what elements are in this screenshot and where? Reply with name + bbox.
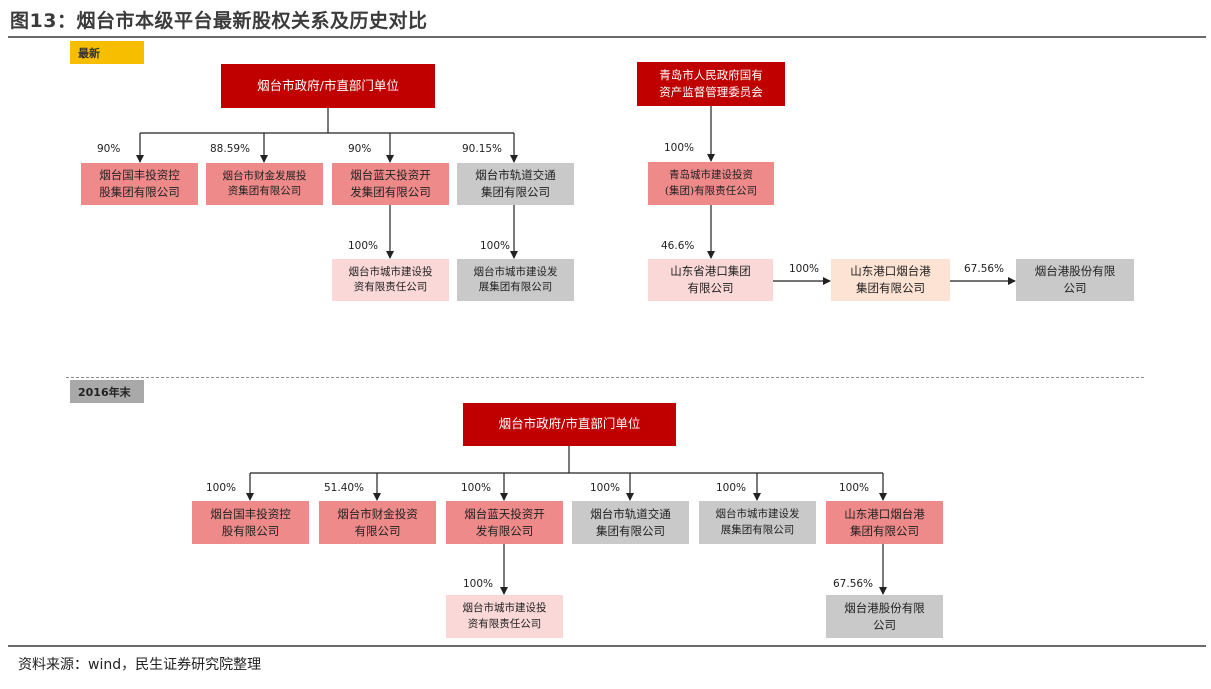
latest-qd-chengtou-node: 青岛城市建设投资 (集团)有限责任公司 bbox=[648, 162, 774, 205]
latest-lantian-node: 烟台蓝天投资开 发集团有限公司 bbox=[332, 163, 449, 205]
latest-chengjian-node: 烟台市城市建设投 资有限责任公司 bbox=[332, 259, 449, 301]
y2016-pct-ytp-shares: 67.56% bbox=[833, 578, 874, 590]
figure-title: 图13：烟台市本级平台最新股权关系及历史对比 bbox=[10, 10, 428, 32]
y2016-pct-guidao: 100% bbox=[590, 482, 621, 494]
y2016-pct-lantian: 100% bbox=[461, 482, 492, 494]
latest-pct-guidao: 90.15% bbox=[462, 143, 503, 155]
latest-gov-node: 烟台市政府/市直部门单位 bbox=[221, 64, 435, 108]
latest-ytp-shares-node: 烟台港股份有限 公司 bbox=[1016, 259, 1134, 301]
latest-pct-sd-port: 46.6% bbox=[661, 240, 695, 252]
y2016-pct-sd-yantai-port: 100% bbox=[839, 482, 870, 494]
latest-guofeng-node: 烟台国丰投资控 股集团有限公司 bbox=[81, 163, 198, 205]
source-note: 资料来源：wind，民生证券研究院整理 bbox=[18, 657, 262, 673]
y2016-caijin-node: 烟台市财金投资 有限公司 bbox=[319, 501, 436, 544]
latest-pct-sd-yantai-port: 100% bbox=[789, 263, 820, 275]
y2016-sd-yantai-port-node: 山东港口烟台港 集团有限公司 bbox=[826, 501, 943, 544]
y2016-ytp-shares-node: 烟台港股份有限 公司 bbox=[826, 595, 943, 638]
y2016-chengjian-node: 烟台市城市建设投 资有限责任公司 bbox=[446, 595, 563, 638]
latest-pct-lantian: 90% bbox=[348, 143, 372, 155]
latest-jianshefazhan-node: 烟台市城市建设发 展集团有限公司 bbox=[457, 259, 574, 301]
latest-pct-qd-chengtou: 100% bbox=[664, 142, 695, 154]
y2016-jianshefazhan-node: 烟台市城市建设发 展集团有限公司 bbox=[699, 501, 816, 544]
latest-pct-jianshefazhan: 100% bbox=[480, 240, 511, 252]
y2016-gov-node: 烟台市政府/市直部门单位 bbox=[463, 403, 676, 446]
y2016-pct-jianshefazhan: 100% bbox=[716, 482, 747, 494]
latest-guidao-node: 烟台市轨道交通 集团有限公司 bbox=[457, 163, 574, 205]
latest-sd-port-node: 山东省港口集团 有限公司 bbox=[648, 259, 773, 301]
y2016-pct-chengjian: 100% bbox=[463, 578, 494, 590]
section-divider bbox=[66, 377, 1144, 378]
latest-caijin-node: 烟台市财金发展投 资集团有限公司 bbox=[206, 163, 323, 205]
section-tag-latest: 最新 bbox=[70, 41, 144, 64]
y2016-lantian-node: 烟台蓝天投资开 发有限公司 bbox=[446, 501, 563, 544]
latest-sd-yantai-port-node: 山东港口烟台港 集团有限公司 bbox=[831, 259, 950, 301]
y2016-pct-caijin: 51.40% bbox=[324, 482, 365, 494]
latest-pct-caijin: 88.59% bbox=[210, 143, 251, 155]
y2016-pct-guofeng: 100% bbox=[206, 482, 237, 494]
bottom-rule bbox=[8, 645, 1206, 647]
latest-qd-sasac-node: 青岛市人民政府国有 资产监督管理委员会 bbox=[637, 62, 785, 106]
section-tag-2016: 2016年末 bbox=[70, 380, 144, 403]
y2016-guidao-node: 烟台市轨道交通 集团有限公司 bbox=[572, 501, 689, 544]
latest-pct-chengjian: 100% bbox=[348, 240, 379, 252]
latest-pct-guofeng: 90% bbox=[97, 143, 121, 155]
y2016-guofeng-node: 烟台国丰投资控 股有限公司 bbox=[192, 501, 309, 544]
top-rule bbox=[8, 36, 1206, 38]
latest-pct-ytp-shares: 67.56% bbox=[964, 263, 1005, 275]
